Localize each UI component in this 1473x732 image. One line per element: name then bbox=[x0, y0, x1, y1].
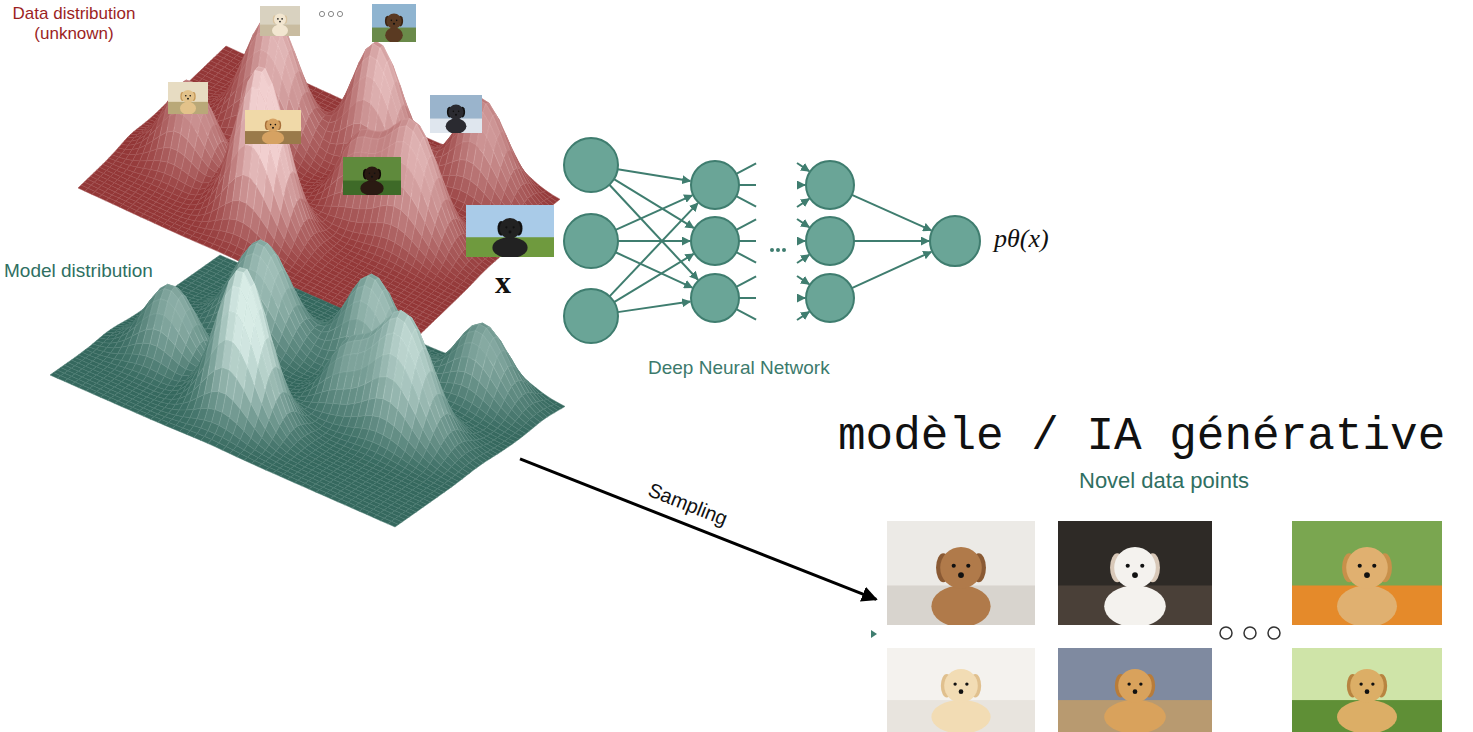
canvas: Data distribution (unknown)Model distrib… bbox=[0, 0, 1473, 732]
